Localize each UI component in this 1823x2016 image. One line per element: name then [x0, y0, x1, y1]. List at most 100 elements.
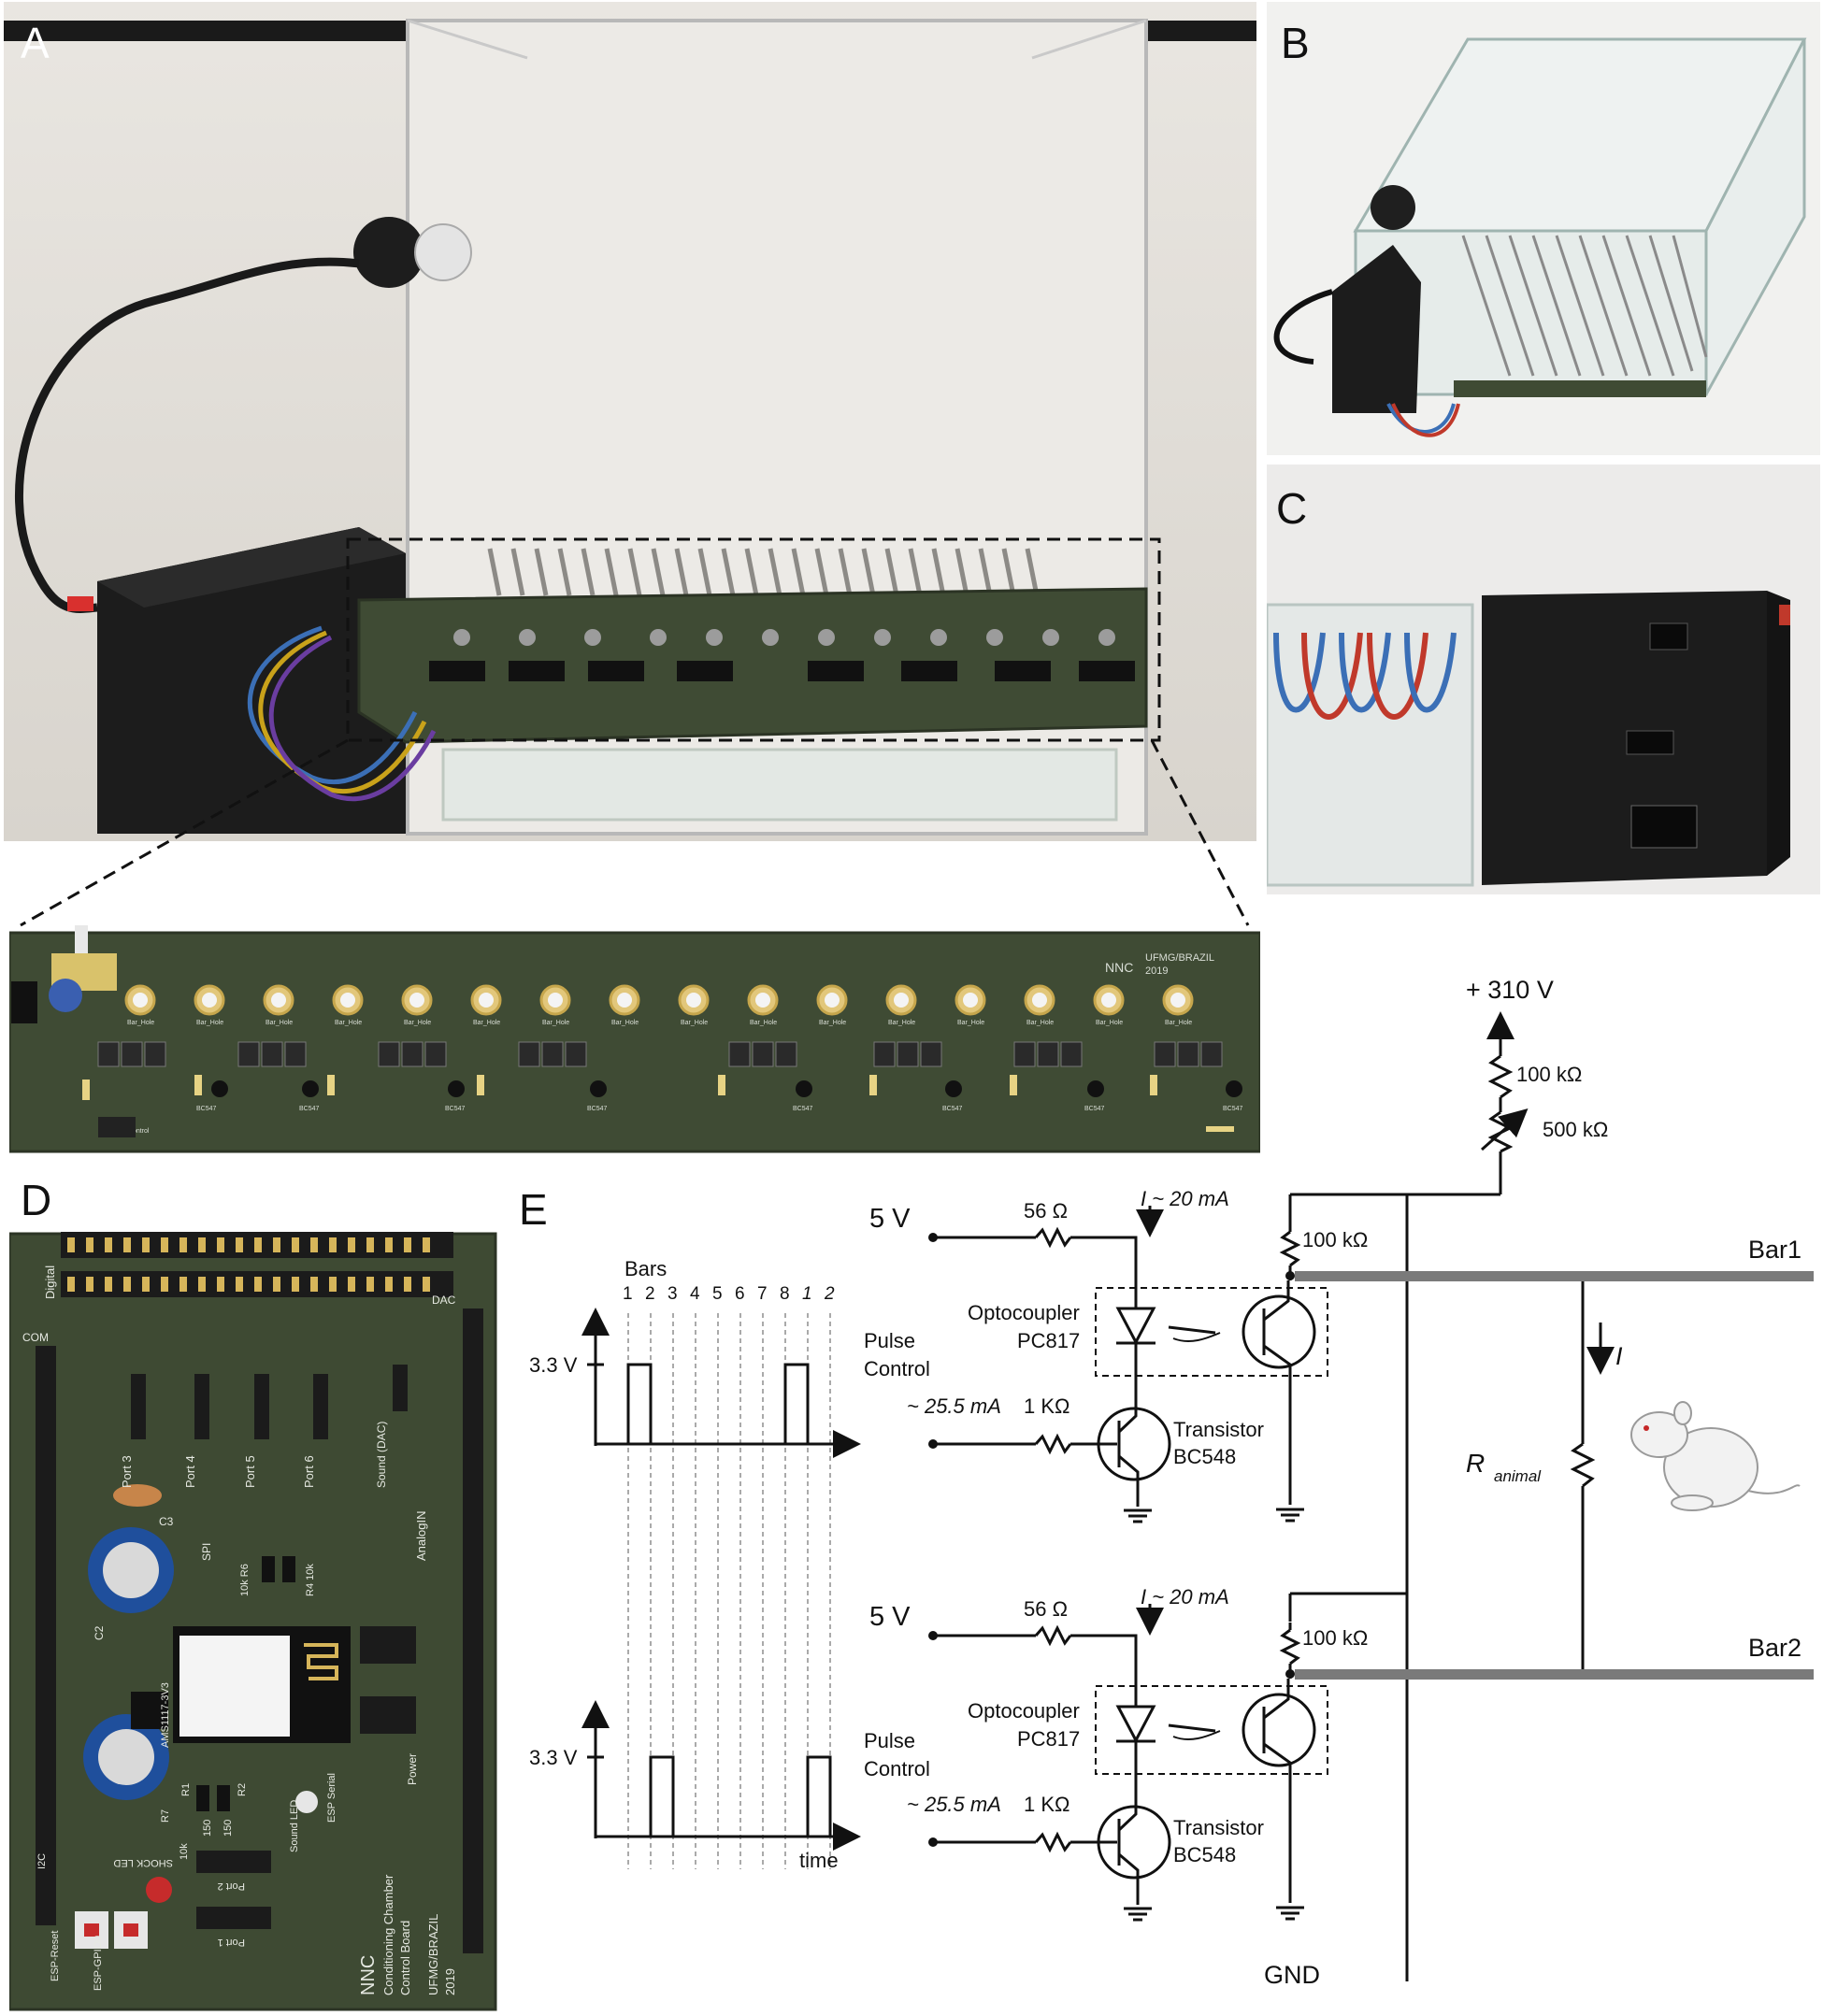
chamber-side-photo: [1267, 2, 1820, 455]
rat-icon: [1630, 1401, 1801, 1511]
pcb-bar-render: Bar_Hole Bar_Hole Bar_Hole Bar_Hole Bar_…: [9, 925, 1260, 1159]
label-shock-led: SHOCK LED: [113, 1857, 173, 1868]
panel-label-b: B: [1281, 19, 1310, 67]
panel-a-photo: [4, 2, 1256, 841]
pt-emitter: [1263, 1742, 1292, 1903]
label-nnc: NNC: [358, 1955, 379, 1995]
label-r2: R2: [237, 1783, 248, 1796]
label-analogin: AnalogIN: [414, 1511, 428, 1561]
r-animal-sub: animal: [1494, 1467, 1542, 1485]
bar-node: [1285, 1669, 1295, 1679]
opto-part-label-2: PC817: [1017, 1727, 1080, 1751]
transistor-bc548: [1097, 1407, 1171, 1481]
hole-label-7: Bar_Hole: [542, 1020, 569, 1026]
label-port3: Port 3: [120, 1455, 134, 1488]
optocoupler-box: [1095, 1287, 1328, 1377]
wire-led: [1070, 1634, 1138, 1707]
timing-bottom-pulse-2: [806, 1755, 832, 1837]
chamber-front-photo: [4, 2, 1256, 841]
gnd-label: GND: [1264, 1961, 1320, 1989]
label-esp-reset: ESP-Reset: [50, 1931, 61, 1981]
hole-label-10: Bar_Hole: [750, 1020, 777, 1026]
hole-label-14: Bar_Hole: [1026, 1020, 1054, 1026]
control-box-photo: [1267, 465, 1820, 894]
hole-label-16: Bar_Hole: [1165, 1020, 1192, 1026]
hole-label-13: Bar_Hole: [957, 1020, 984, 1026]
hole-label-1: Bar_Hole: [127, 1020, 154, 1026]
supply-label: + 310 V: [1466, 976, 1554, 1004]
r-pot-label: 500 kΩ: [1543, 1118, 1608, 1141]
v5-label-2: 5 V: [869, 1602, 911, 1632]
label-i2c: I2C: [36, 1853, 48, 1869]
hole-label-15: Bar_Hole: [1096, 1020, 1123, 1026]
bar2-graphic: [1295, 1669, 1814, 1680]
label-brand: UFMG/BRAZIL: [426, 1914, 440, 1995]
label-power: Power: [406, 1753, 419, 1785]
r-base-label-1: 1 KΩ: [1024, 1394, 1069, 1418]
driver-circuit-bar1: [928, 1206, 1328, 1523]
bars-title: Bars: [624, 1257, 667, 1280]
led-diode: [1115, 1307, 1156, 1346]
bar-number-10: 2: [824, 1284, 835, 1304]
transistor-label-2: Transistor: [1173, 1816, 1264, 1839]
bar-number-4: 4: [690, 1284, 700, 1304]
timing-top-pulse-1: [626, 1363, 653, 1444]
hole-label-11: Bar_Hole: [819, 1020, 846, 1026]
bar-number-3: 3: [667, 1284, 678, 1304]
label-c2: C2: [93, 1625, 106, 1640]
bar-number-9: 1: [802, 1284, 812, 1304]
transistor-part-label-2: BC548: [1173, 1843, 1236, 1866]
i-base-label-1: ~ 25.5 mA: [907, 1394, 1001, 1418]
panel-label-a: A: [21, 19, 50, 67]
bar-number-1: 1: [623, 1284, 633, 1304]
pcb-bar-brand: UFMG/BRAZIL: [1145, 952, 1214, 964]
label-sound-dac: Sound (DAC): [375, 1422, 388, 1488]
transistor-label-1: BC547: [196, 1106, 217, 1112]
bar1-label: Bar1: [1748, 1236, 1801, 1264]
resistor-56: [1034, 1226, 1072, 1249]
hole-label-4: Bar_Hole: [335, 1020, 362, 1026]
label-r150a: 150: [202, 1820, 213, 1837]
time-label: time: [799, 1849, 839, 1872]
v5-label-1: 5 V: [869, 1204, 911, 1234]
pt-collector: [1263, 1679, 1290, 1720]
tr-emitter: [1118, 1852, 1140, 1905]
light-arrow-1: [1168, 1723, 1216, 1733]
hole-label-6: Bar_Hole: [473, 1020, 500, 1026]
bar-control-pcb: Bar_Hole Bar_Hole Bar_Hole Bar_Hole Bar_…: [9, 925, 1260, 1153]
hole-label-12: Bar_Hole: [888, 1020, 915, 1026]
label-esp-serial: ESP Serial: [326, 1773, 337, 1823]
transistor-part-label-1: BC548: [1173, 1445, 1236, 1468]
panel-d-control-board: Digital COM DAC Port 3 Port 4 Port 5 Por…: [9, 1224, 505, 2011]
panel-label-d: D: [21, 1176, 51, 1224]
label-c3: C3: [159, 1515, 174, 1528]
resistor-pullup: [1279, 1628, 1301, 1666]
label-port1: Port 1: [218, 1937, 245, 1948]
bar-node: [1285, 1271, 1295, 1280]
pt-collector: [1263, 1280, 1290, 1322]
resistor-56: [1034, 1624, 1072, 1647]
timing-top-pulse-2: [783, 1363, 810, 1444]
label-r150b: 150: [222, 1820, 234, 1837]
transistor-label-1: Transistor: [1173, 1418, 1264, 1441]
label-r7: R7: [160, 1809, 171, 1823]
pcb-bar-logo: NNC: [1105, 960, 1133, 975]
transistor-label-8: BC547: [1223, 1106, 1243, 1112]
control-label-top: Control: [864, 1357, 930, 1380]
r-base-label-2: 1 KΩ: [1024, 1793, 1069, 1816]
timing-bottom-pulse-1: [649, 1755, 675, 1837]
hole-label-5: Bar_Hole: [404, 1020, 431, 1026]
panel-label-e: E: [519, 1185, 548, 1234]
label-esp-gpio0: ESP-GPIO0: [93, 1936, 104, 1991]
opto-label-1: Optocoupler: [968, 1301, 1080, 1324]
resistor-pullup: [1279, 1230, 1301, 1267]
transistor-label-5: BC547: [793, 1106, 813, 1112]
bar-number-7: 7: [757, 1284, 768, 1304]
wire-led: [1070, 1236, 1138, 1308]
i-led-label-1: I ~ 20 mA: [1141, 1187, 1229, 1210]
opto-label-2: Optocoupler: [968, 1699, 1080, 1723]
bar-number-8: 8: [780, 1284, 790, 1304]
control-pcb: Digital COM DAC Port 3 Port 4 Port 5 Por…: [9, 1232, 497, 2011]
bar1-graphic: [1295, 1271, 1814, 1281]
